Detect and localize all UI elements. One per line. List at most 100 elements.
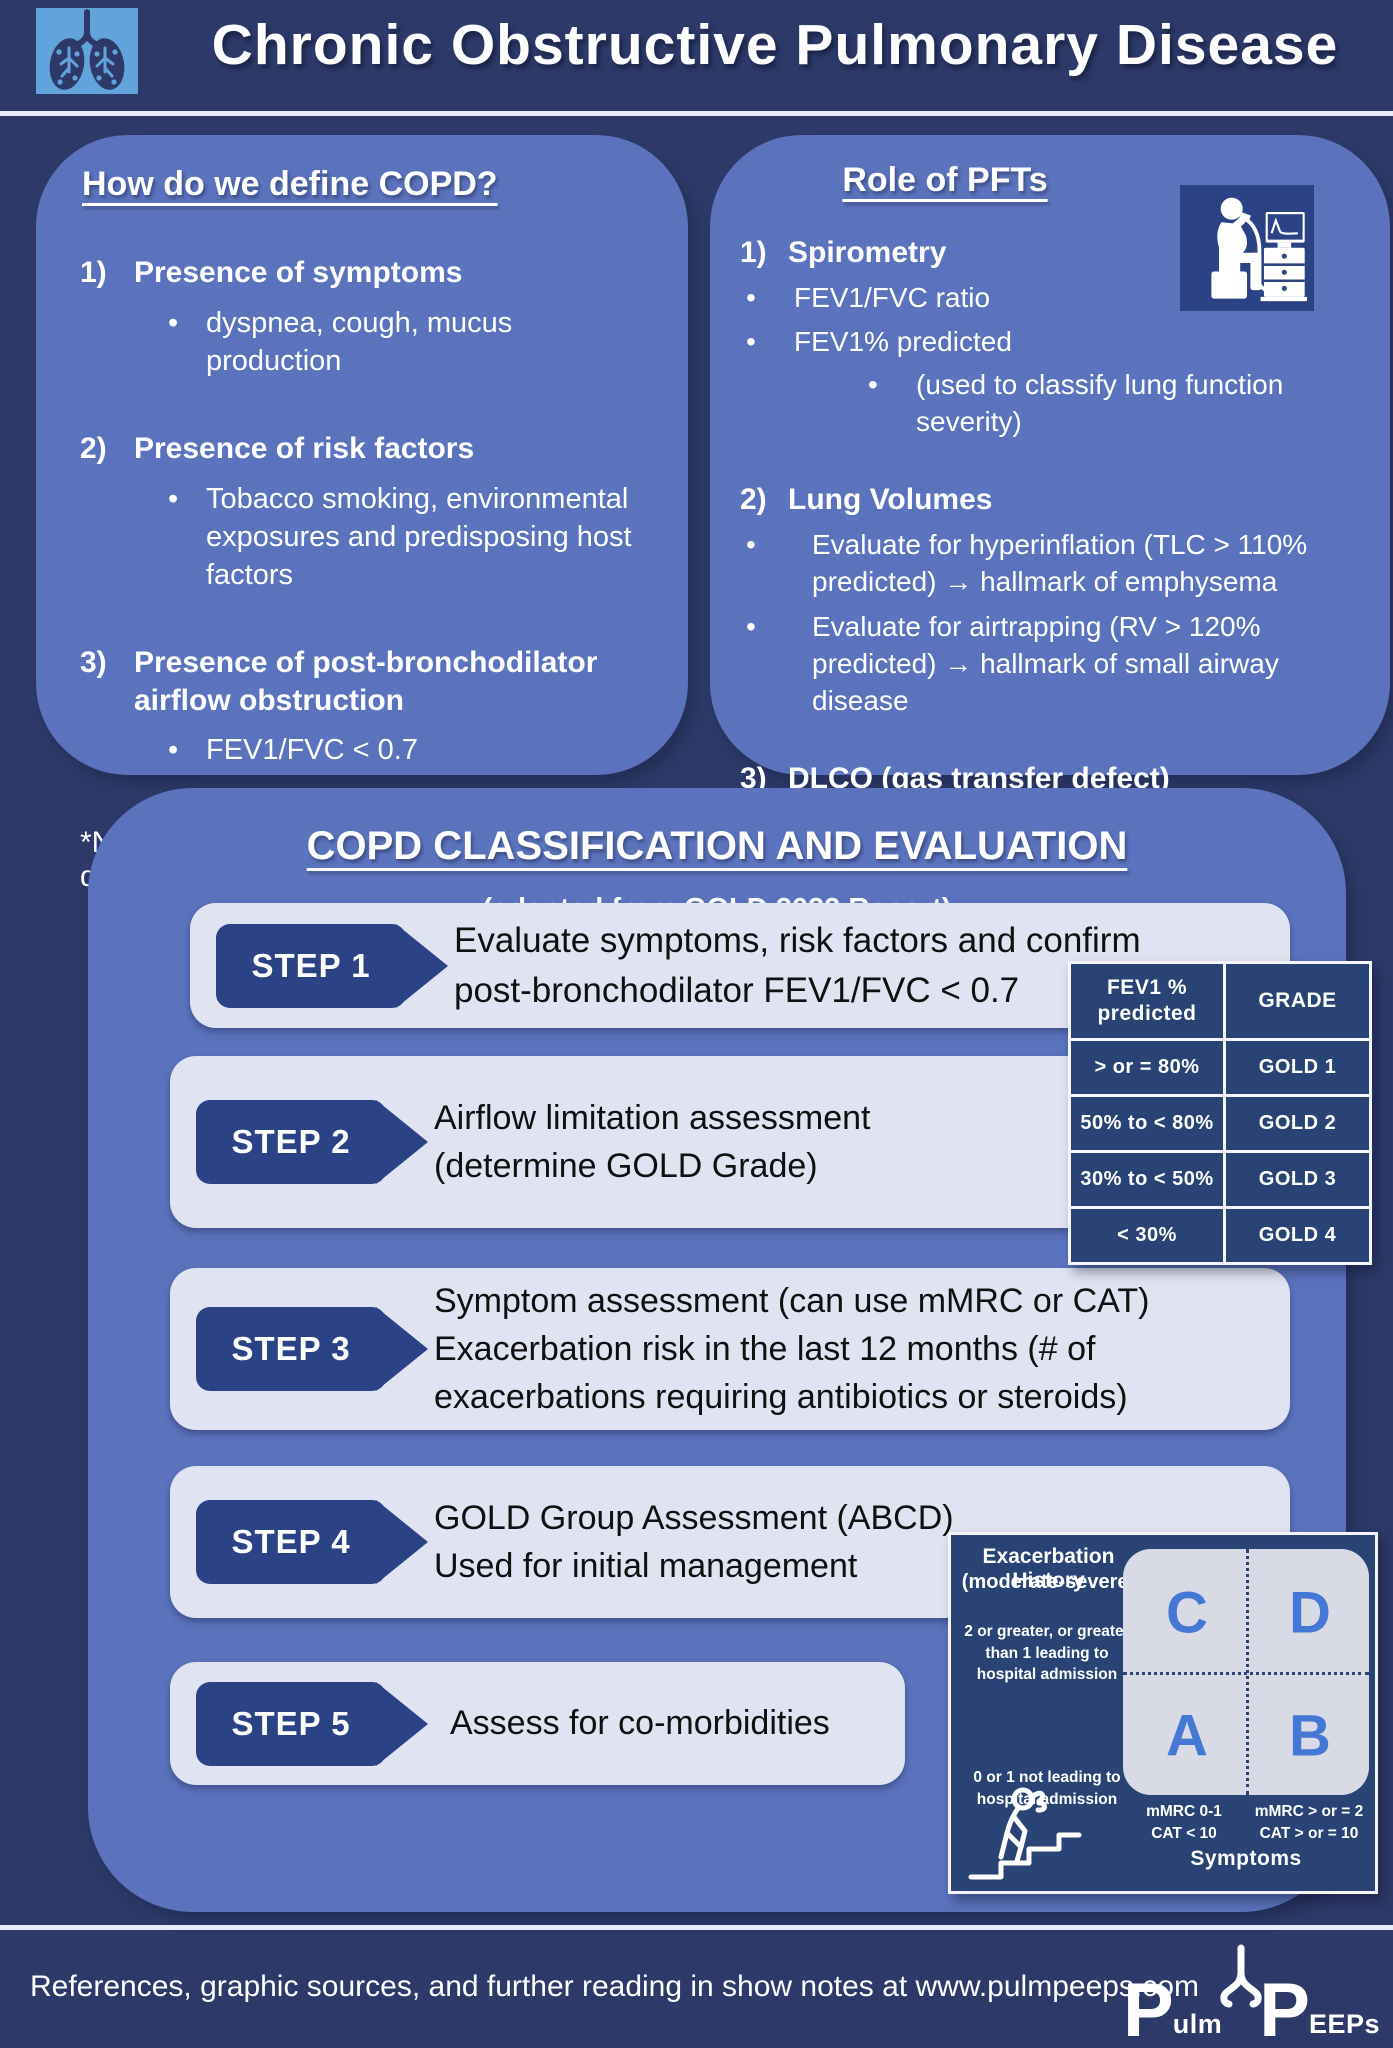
- define-item-1-bullet: • dyspnea, cough, mucus production: [80, 304, 644, 381]
- pft-s2-bullet-2: • Evaluate for airtrapping (RV > 120% pr…: [740, 609, 1360, 720]
- step-label: STEP 3: [231, 1330, 351, 1367]
- grade-row-2-range: 50% to < 80%: [1071, 1097, 1223, 1150]
- bullet-text: Tobacco smoking, environmental exposures…: [206, 482, 632, 592]
- step-text-line: Symptom assessment (can use mMRC or CAT): [434, 1281, 1150, 1320]
- abcd-low-risk-label: 0 or 1 not leading to hospital admission: [973, 1769, 1121, 1808]
- role-of-pfts-panel: Role of PFTs: [710, 135, 1390, 875]
- bullet-text: FEV1/FVC < 0.7: [206, 734, 418, 767]
- step-1-text: Evaluate symptoms, risk factors and conf…: [454, 916, 1141, 1015]
- bullet-dot: •: [868, 369, 878, 401]
- step-text-line: exacerbations requiring antibiotics or s…: [434, 1378, 1128, 1417]
- step-text-line: post-bronchodilator FEV1/FVC < 0.7: [454, 970, 1020, 1010]
- grade-row-4-range: < 30%: [1071, 1209, 1223, 1262]
- step-text-line: Assess for co-morbidities: [450, 1704, 830, 1743]
- pft-panel-title: Role of PFTs: [842, 161, 1048, 199]
- item-label: Presence of risk factors: [134, 432, 475, 466]
- abcd-title: Exacerbation History: [982, 1545, 1115, 1593]
- classification-title: COPD CLASSIFICATION AND EVALUATION: [306, 824, 1128, 868]
- grade-table-header-fev1: FEV1 % predicted: [1071, 964, 1223, 1038]
- footer-references-text: References, graphic sources, and further…: [30, 1970, 1199, 2003]
- step-label: STEP 1: [251, 946, 371, 984]
- step-4-text: GOLD Group Assessment (ABCD) Used for in…: [434, 1494, 954, 1591]
- item-number: 3): [80, 646, 107, 680]
- section-label: Spirometry: [788, 236, 947, 269]
- abcd-assessment-panel: Exacerbation History (moderate-severe) 2…: [948, 1532, 1378, 1894]
- gold-grade-table: FEV1 % predicted GRADE > or = 80% GOLD 1…: [1068, 961, 1372, 1265]
- bullet-dot: •: [746, 326, 756, 358]
- item-label: Presence of post-bronchodilator airflow …: [134, 646, 598, 717]
- section-number: 2): [740, 483, 767, 517]
- pft-s1-bullet-1: • FEV1/FVC ratio: [740, 280, 1360, 317]
- grade-row-3-grade: GOLD 3: [1226, 1153, 1369, 1206]
- step-3-text: Symptom assessment (can use mMRC or CAT)…: [434, 1277, 1149, 1422]
- item-number: 1): [80, 256, 107, 289]
- step-4-arrow: STEP 4: [196, 1500, 386, 1584]
- criteria-line: CAT > or = 10: [1259, 1825, 1359, 1843]
- bullet-dot: •: [746, 281, 756, 313]
- header-text: GRADE: [1258, 988, 1337, 1012]
- define-item-2-bullet: • Tobacco smoking, environmental exposur…: [80, 480, 644, 595]
- item-label: Presence of symptoms: [134, 256, 463, 289]
- define-panel-title: How do we define COPD?: [82, 165, 498, 203]
- criteria-line: CAT < 10: [1151, 1825, 1217, 1843]
- bullet-dot: •: [746, 528, 756, 560]
- trachea-icon: [1220, 1944, 1262, 2042]
- step-text-line: Evaluate symptoms, risk factors and conf…: [454, 920, 1141, 960]
- grade-row-3-range: 30% to < 50%: [1071, 1153, 1223, 1206]
- step-text-line: GOLD Group Assessment (ABCD): [434, 1498, 954, 1537]
- step-text-line: Airflow limitation assessment: [434, 1098, 871, 1137]
- step-2-arrow: STEP 2: [196, 1100, 386, 1184]
- header-text: FEV1 % predicted: [1097, 975, 1197, 1025]
- grade-row-1-range: > or = 80%: [1071, 1041, 1223, 1094]
- criteria-line: mMRC > or = 2: [1254, 1803, 1364, 1820]
- step-5-arrow: STEP 5: [196, 1681, 386, 1766]
- page-title: Chronic Obstructive Pulmonary Disease: [211, 13, 1339, 77]
- quadrant-c: C: [1166, 1580, 1208, 1646]
- define-item-3-bullet: • FEV1/FVC < 0.7: [80, 731, 644, 769]
- section-number: 1): [740, 236, 767, 269]
- bullet-dot: •: [746, 610, 756, 642]
- item-number: 2): [80, 432, 107, 466]
- logo-text-ulm: ulm: [1172, 2009, 1223, 2039]
- define-item-3: 3) Presence of post-bronchodilator airfl…: [80, 644, 644, 719]
- grade-row-4-grade: GOLD 4: [1226, 1209, 1369, 1262]
- step-text-line: Used for initial management: [434, 1547, 858, 1585]
- pft-s1-subbullet: • (used to classify lung function severi…: [740, 367, 1360, 441]
- quadrant-a: A: [1166, 1703, 1208, 1769]
- spirometry-icon: [1187, 190, 1309, 307]
- pulmpeeps-logo: P ulm P EEPs: [1123, 1944, 1381, 2048]
- define-copd-panel: How do we define COPD? 1) Presence of sy…: [36, 135, 688, 893]
- bullet-dot: •: [168, 482, 179, 515]
- bullet-text: Evaluate for airtrapping (RV > 120% pred…: [812, 610, 1279, 716]
- bullet-dot: •: [168, 306, 179, 339]
- abcd-high-risk-label: 2 or greater, or greater than 1 leading …: [964, 1623, 1130, 1684]
- high-symptoms-criteria: mMRC > or = 2 CAT > or = 10: [1247, 1801, 1371, 1846]
- pft-s2-bullet-1: • Evaluate for hyperinflation (TLC > 110…: [740, 527, 1360, 601]
- footer-divider: [0, 1925, 1393, 1930]
- step-label: STEP 4: [231, 1523, 351, 1560]
- bullet-text: dyspnea, cough, mucus production: [206, 306, 513, 377]
- lungs-logo-tile: [36, 8, 138, 94]
- step-2-text: Airflow limitation assessment (determine…: [434, 1094, 870, 1191]
- abcd-quadrant-grid: C D A B: [1123, 1549, 1369, 1795]
- grade-table-header-grade: GRADE: [1226, 964, 1369, 1038]
- bullet-text: FEV1/FVC ratio: [794, 281, 991, 313]
- quadrant-d: D: [1289, 1580, 1331, 1646]
- grade-row-1-grade: GOLD 1: [1226, 1041, 1369, 1094]
- spirometry-icon-tile: [1180, 185, 1314, 311]
- step-3-row: STEP 3 Symptom assessment (can use mMRC …: [170, 1268, 1290, 1430]
- pft-s1-bullet-2: • FEV1% predicted: [740, 324, 1360, 361]
- symptoms-axis-label: Symptoms: [1190, 1847, 1302, 1870]
- step-5-row: STEP 5 Assess for co-morbidities: [170, 1662, 905, 1785]
- criteria-line: mMRC 0-1: [1146, 1803, 1222, 1820]
- define-item-1: 1) Presence of symptoms: [80, 254, 644, 292]
- low-symptoms-criteria: mMRC 0-1 CAT < 10: [1122, 1801, 1246, 1846]
- pft-section-2: 2) Lung Volumes: [740, 481, 1360, 519]
- section-label: Lung Volumes: [788, 483, 993, 517]
- lungs-icon: [36, 9, 138, 98]
- logo-text-eeps: EEPs: [1308, 2009, 1380, 2039]
- bullet-text: FEV1% predicted: [794, 326, 1012, 358]
- bullet-text: (used to classify lung function severity…: [916, 369, 1284, 438]
- step-5-text: Assess for co-morbidities: [450, 1699, 830, 1747]
